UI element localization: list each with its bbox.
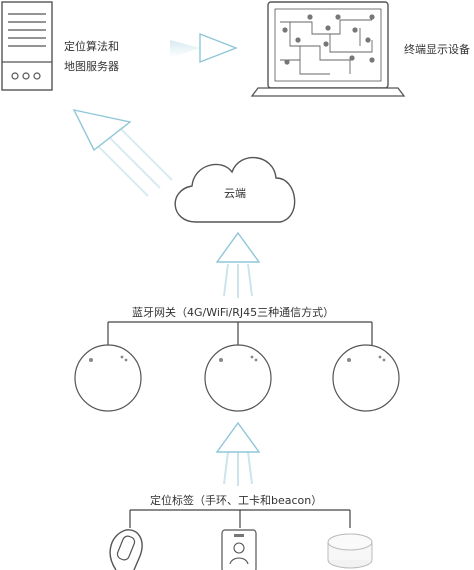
wristband-icon (109, 529, 143, 570)
cloud-icon (174, 156, 296, 223)
badge-icon (221, 529, 257, 570)
gateway-device-1 (74, 344, 142, 412)
server-label-line2: 地图服务器 (64, 60, 119, 73)
terminal-label: 终端显示设备 (404, 43, 470, 56)
tags-bracket (129, 509, 351, 528)
gateway-bracket (107, 321, 373, 348)
tags-label: 定位标签（手环、工卡和beacon） (150, 494, 323, 507)
server-icon (1, 1, 53, 91)
gateway-label: 蓝牙网关（4G/WiFi/RJ45三种通信方式） (132, 306, 335, 319)
cloud-to-server-arrow (72, 109, 173, 197)
gateway-to-cloud-arrow (215, 231, 261, 298)
laptop-icon (250, 1, 406, 97)
gateway-device-2 (204, 344, 272, 412)
cloud-label: 云端 (224, 187, 246, 200)
map-lines (280, 19, 373, 75)
tags-to-gateway-arrow (215, 421, 261, 486)
gateway-device-3 (332, 344, 400, 412)
beacon-icon (327, 533, 373, 569)
server-to-terminal-arrow (170, 32, 238, 64)
map-pins (282, 14, 375, 65)
server-label-line1: 定位算法和 (64, 40, 119, 53)
